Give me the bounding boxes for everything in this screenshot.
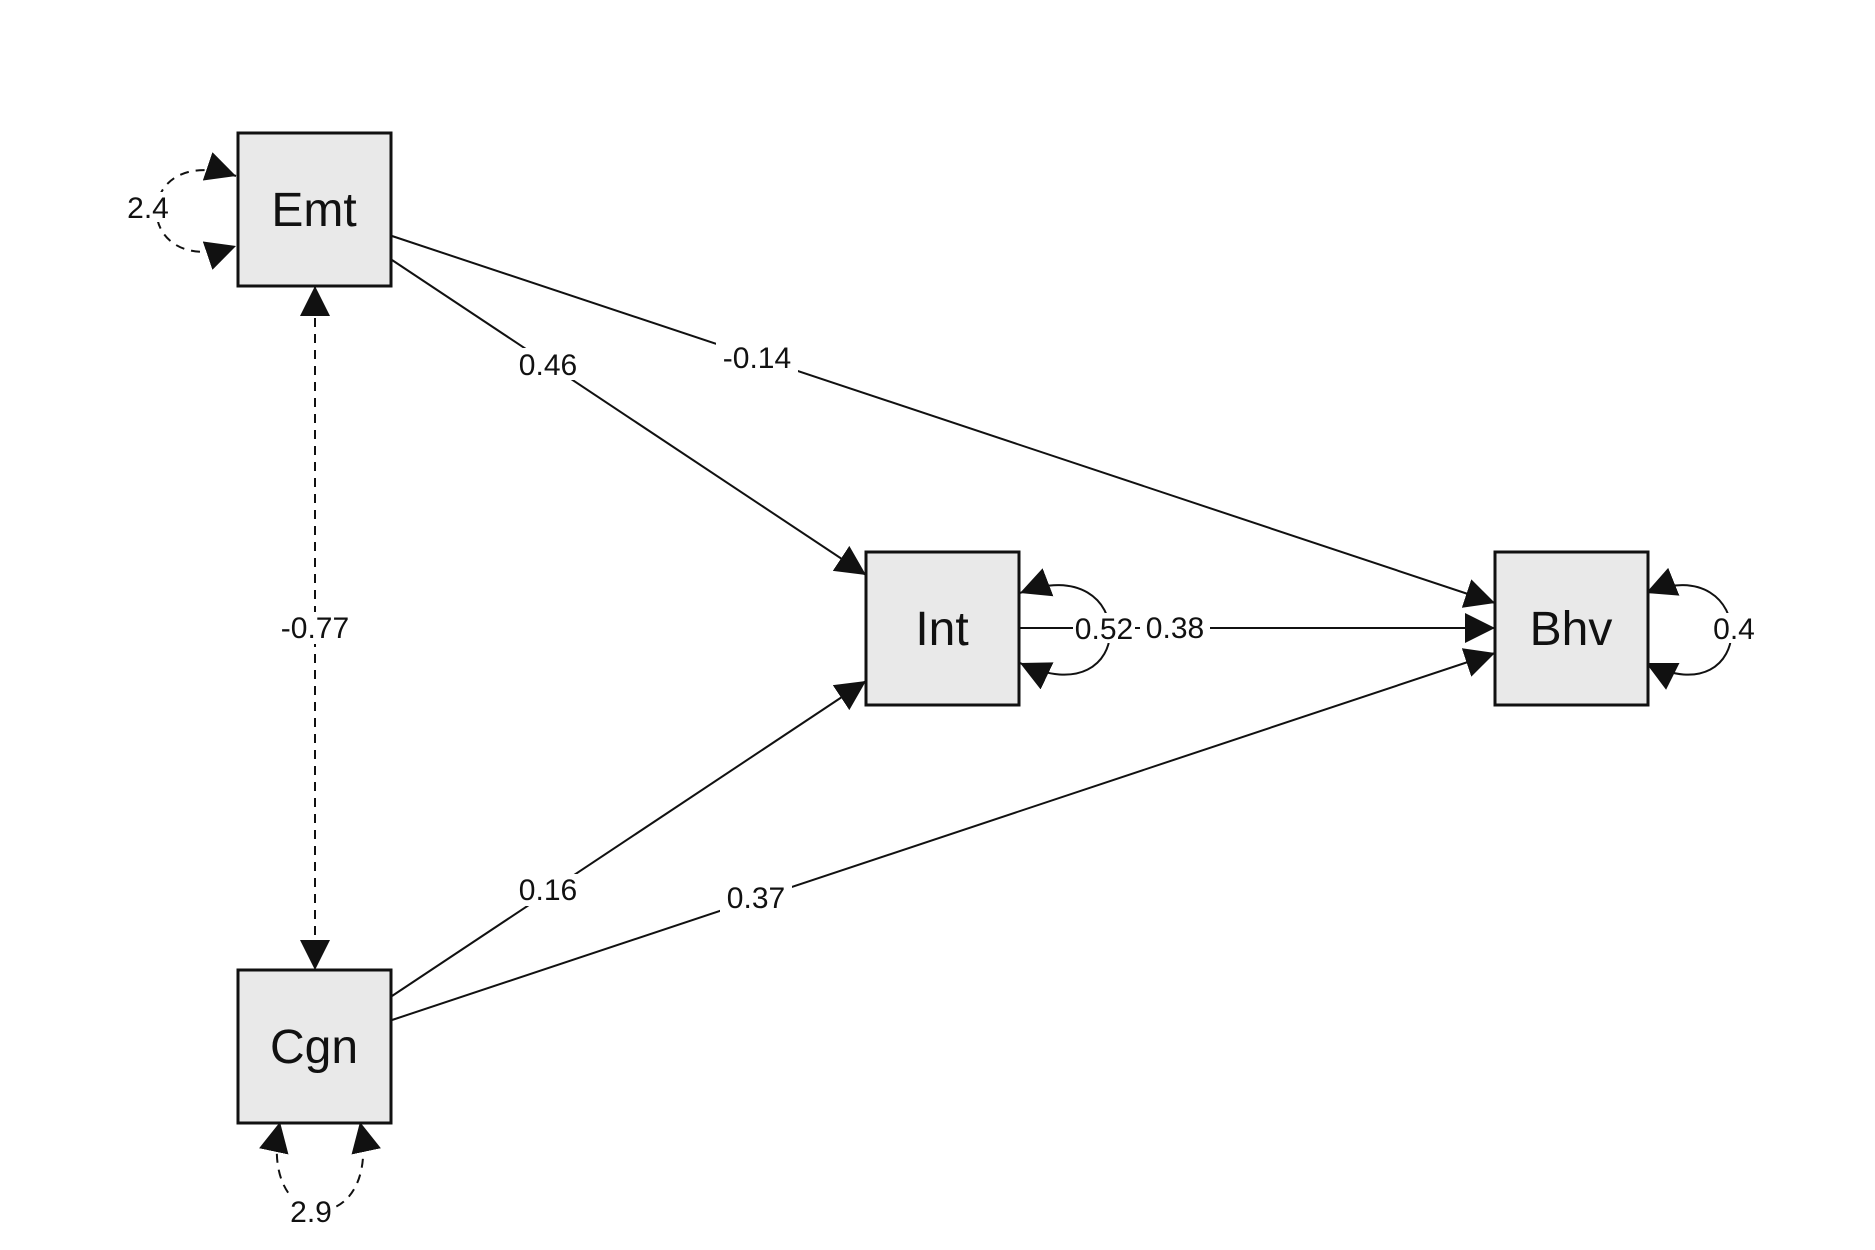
variance-loop-cgn (259, 1121, 381, 1212)
variance-label-emt: 2.4 (124, 192, 174, 225)
svg-text:0.38: 0.38 (1146, 612, 1204, 645)
node-label-bhv: Bhv (1530, 603, 1613, 656)
edge-label-emt-cgn: -0.77 (274, 612, 356, 645)
svg-text:2.4: 2.4 (127, 192, 169, 225)
svg-text:0.46: 0.46 (519, 349, 577, 382)
variance-label-bhv: 0.4 (1712, 613, 1756, 646)
node-label-emt: Emt (271, 184, 356, 237)
path-emt-to-bhv (391, 235, 1496, 608)
variance-label-cgn: 2.9 (286, 1196, 336, 1229)
node-label-int: Int (915, 603, 968, 656)
svg-text:0.52: 0.52 (1075, 613, 1133, 646)
node-int: Int (864, 550, 1021, 707)
path-emt-to-int (391, 259, 867, 576)
path-cgn-to-bhv (391, 648, 1496, 1021)
svg-text:-0.14: -0.14 (723, 342, 791, 375)
svg-text:0.16: 0.16 (519, 874, 577, 907)
node-emt: Emt (236, 131, 393, 288)
svg-text:-0.77: -0.77 (281, 612, 349, 645)
svg-text:2.9: 2.9 (290, 1196, 332, 1229)
edge-label-cgn-int: 0.16 (512, 874, 584, 907)
edge-label-emt-bhv: -0.14 (716, 342, 798, 375)
node-label-cgn: Cgn (270, 1021, 358, 1074)
svg-text:0.37: 0.37 (727, 882, 785, 915)
variance-label-int: 0.52 (1073, 613, 1135, 646)
path-cgn-to-int (391, 680, 867, 997)
edge-label-cgn-bhv: 0.37 (720, 882, 792, 915)
edge-label-emt-int: 0.46 (512, 348, 584, 382)
edge-label-int-bhv: 0.38 (1140, 612, 1210, 645)
node-cgn: Cgn (236, 968, 393, 1125)
svg-text:0.4: 0.4 (1713, 613, 1755, 646)
node-bhv: Bhv (1493, 550, 1650, 707)
